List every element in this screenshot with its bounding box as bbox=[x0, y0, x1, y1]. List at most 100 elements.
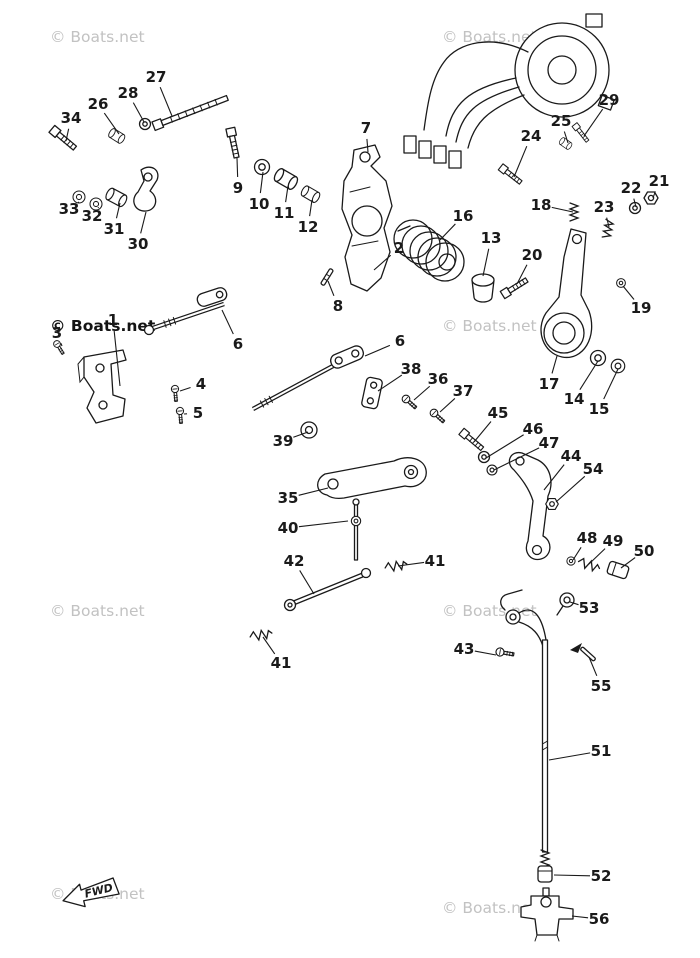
bolt-part-29 bbox=[571, 122, 591, 144]
callout-line bbox=[555, 475, 586, 503]
part-number-53: 53 bbox=[579, 599, 600, 617]
bushing-part-12 bbox=[299, 184, 322, 205]
callout-line bbox=[543, 464, 565, 491]
part-number-25: 25 bbox=[551, 112, 572, 130]
part-number-19: 19 bbox=[631, 299, 652, 317]
bolt-part-27 bbox=[151, 94, 229, 132]
callout-line bbox=[103, 112, 120, 135]
bolt-part-34 bbox=[48, 124, 79, 153]
callout-line bbox=[115, 202, 121, 219]
part-number-32: 32 bbox=[82, 207, 103, 225]
callout-line bbox=[553, 874, 591, 877]
part-number-12: 12 bbox=[298, 218, 319, 236]
callout-line bbox=[482, 248, 490, 277]
part-number-40: 40 bbox=[278, 519, 299, 537]
part-number-44: 44 bbox=[561, 447, 582, 465]
spring-pin-part-41-upper bbox=[383, 559, 409, 573]
watermark-text: © Boats.net bbox=[442, 28, 537, 46]
part-number-18: 18 bbox=[531, 196, 552, 214]
part-number-22: 22 bbox=[621, 179, 642, 197]
callout-line bbox=[397, 561, 425, 567]
cylinder-part-52 bbox=[537, 865, 553, 883]
callout-line bbox=[221, 309, 234, 335]
part-number-39: 39 bbox=[273, 432, 294, 450]
part-number-15: 15 bbox=[589, 400, 610, 418]
callout-line bbox=[132, 102, 145, 123]
link-rod-part-6-right bbox=[251, 345, 365, 411]
part-number-10: 10 bbox=[249, 195, 270, 213]
screw-part-5 bbox=[175, 406, 186, 425]
part-number-41: 41 bbox=[425, 552, 446, 570]
part-number-3: 3 bbox=[52, 324, 62, 342]
arm-part-42 bbox=[283, 567, 372, 612]
grommet-part-53 bbox=[556, 592, 575, 616]
joint-plate-part-38 bbox=[361, 376, 383, 410]
callout-line bbox=[439, 223, 456, 241]
callout-line bbox=[439, 398, 456, 413]
part-number-48: 48 bbox=[577, 529, 598, 547]
part-number-56: 56 bbox=[589, 910, 610, 928]
grommet-part-39 bbox=[300, 421, 318, 439]
callout-line bbox=[140, 211, 147, 234]
part-number-49: 49 bbox=[603, 532, 624, 550]
pin-part-55 bbox=[580, 646, 596, 662]
arrow-marker bbox=[570, 643, 582, 653]
part-number-46: 46 bbox=[523, 420, 544, 438]
part-number-16: 16 bbox=[453, 207, 474, 225]
watermark-text: © Boats.net bbox=[50, 317, 156, 335]
callout-line bbox=[622, 285, 635, 300]
watermark-text: © Boats.net bbox=[442, 317, 537, 335]
watermark-text: © Boats.net bbox=[442, 899, 537, 917]
part-number-26: 26 bbox=[88, 95, 109, 113]
pivot-pin bbox=[352, 498, 360, 561]
part-number-21: 21 bbox=[649, 172, 670, 190]
callout-line bbox=[620, 557, 636, 569]
part-number-24: 24 bbox=[521, 127, 542, 145]
callout-line bbox=[551, 355, 558, 374]
part-number-1: 1 bbox=[108, 311, 118, 329]
part-number-9: 9 bbox=[233, 179, 243, 197]
callout-line bbox=[413, 385, 431, 401]
part-number-4: 4 bbox=[196, 375, 206, 393]
part-number-47: 47 bbox=[539, 434, 560, 452]
part-number-6: 6 bbox=[395, 332, 405, 350]
collar-part-13 bbox=[471, 273, 495, 303]
part-number-36: 36 bbox=[428, 370, 449, 388]
screw-part-43 bbox=[494, 646, 516, 659]
part-number-2: 2 bbox=[394, 239, 404, 257]
part-number-6: 6 bbox=[233, 335, 243, 353]
callout-line bbox=[588, 548, 606, 565]
pin-part-8 bbox=[320, 268, 334, 286]
callout-line bbox=[473, 421, 492, 443]
callout-line bbox=[285, 185, 289, 203]
spring-pin-part-41-lower bbox=[248, 628, 274, 642]
washer-part-40 bbox=[350, 515, 362, 527]
callout-line bbox=[563, 131, 569, 144]
fwd-arrow: FWD bbox=[62, 877, 120, 908]
callout-line bbox=[583, 108, 604, 137]
callout-line bbox=[603, 368, 619, 400]
spring-above-52 bbox=[540, 849, 550, 869]
callout-line bbox=[179, 386, 191, 392]
callout-line bbox=[364, 344, 391, 357]
part-number-13: 13 bbox=[481, 229, 502, 247]
part-number-14: 14 bbox=[564, 390, 585, 408]
part-number-20: 20 bbox=[522, 246, 543, 264]
screw-part-4 bbox=[170, 384, 181, 403]
callout-line bbox=[113, 330, 121, 387]
nut-part-54 bbox=[545, 498, 559, 510]
bushing-part-31 bbox=[103, 186, 130, 209]
bolt-part-45 bbox=[458, 427, 486, 453]
throttle-spring-part-16 bbox=[393, 219, 465, 282]
part-number-55: 55 bbox=[591, 677, 612, 695]
part-number-28: 28 bbox=[118, 84, 139, 102]
callout-line bbox=[493, 447, 540, 471]
part-number-37: 37 bbox=[453, 382, 474, 400]
part-number-43: 43 bbox=[454, 640, 475, 658]
callout-line bbox=[298, 487, 329, 496]
callout-line bbox=[588, 656, 598, 677]
part-number-17: 17 bbox=[539, 375, 560, 393]
